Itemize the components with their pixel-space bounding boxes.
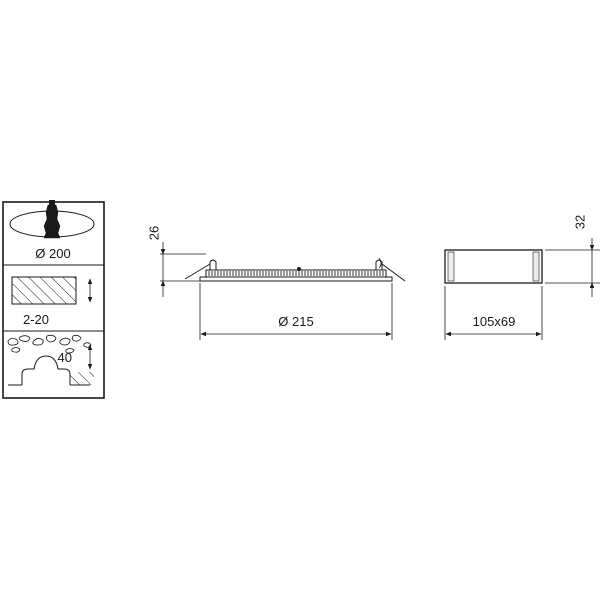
luminaire-profile (21, 355, 71, 385)
recess-hatch (70, 372, 94, 385)
insulation-stones (7, 334, 92, 354)
ceiling-thickness-label: 2-20 (23, 312, 49, 327)
ceiling-hatch (11, 276, 77, 305)
diameter-dimension: Ø 215 (199, 283, 393, 340)
recess-depth-label: 40 (58, 350, 72, 365)
driver-box (444, 249, 543, 284)
recess-depth-cell: 40 (7, 334, 94, 386)
driver-view: 32 105x69 (444, 215, 600, 340)
driver-size-label: 105x69 (473, 314, 516, 329)
height-dimension: 26 (146, 226, 206, 297)
driver-size-dimension: 105x69 (444, 286, 543, 340)
luminaire-body (184, 257, 406, 282)
cutout-cell: Ø 200 (9, 200, 95, 261)
cutout-diameter-label: Ø 200 (35, 246, 70, 261)
installation-panel: Ø 200 2-20 4 (2, 200, 105, 399)
height-label: 26 (146, 226, 161, 240)
luminaire-side-view: 26 Ø 215 (146, 226, 406, 340)
hole-saw-icon (43, 200, 61, 239)
driver-height-label: 32 (572, 215, 587, 229)
ceiling-thickness-cell: 2-20 (11, 276, 93, 327)
diameter-label: Ø 215 (278, 314, 313, 329)
driver-height-dimension: 32 (545, 215, 600, 297)
